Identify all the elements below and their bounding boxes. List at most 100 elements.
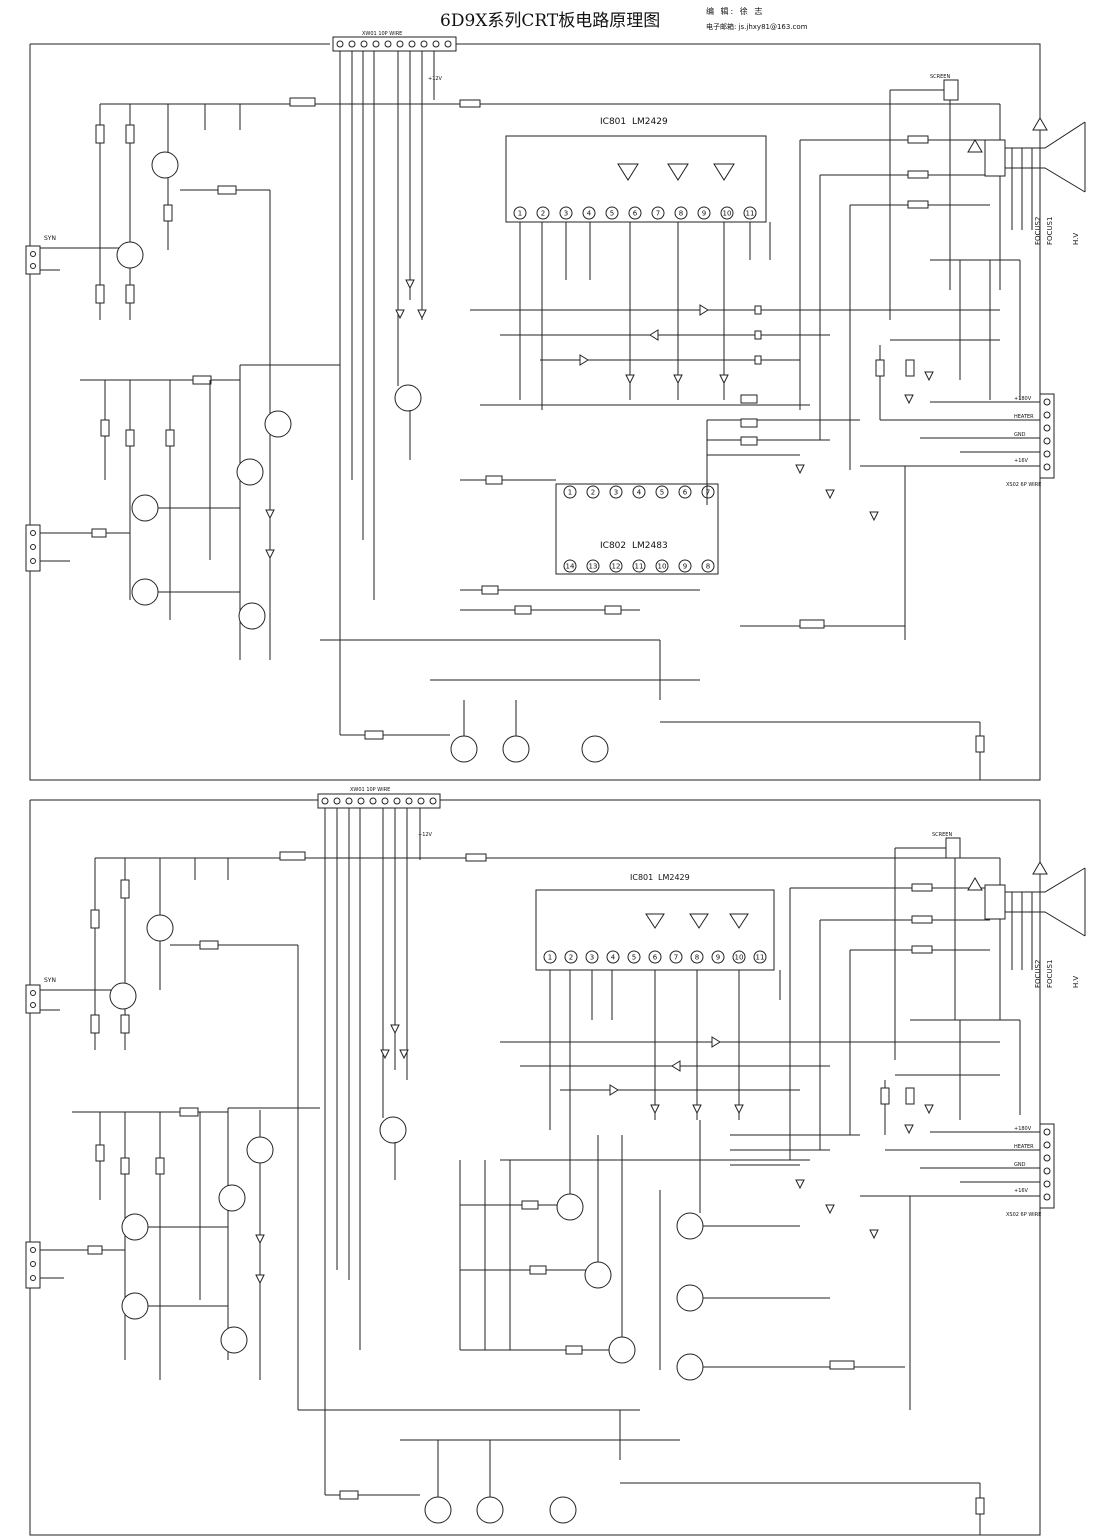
transistor-q854	[236, 458, 264, 486]
sync-input-top: SYN	[25, 235, 120, 275]
ic-pin-number: 3	[564, 210, 568, 218]
ic-pin	[605, 206, 619, 220]
left-amp-stage-top	[80, 364, 340, 660]
ic-pin	[678, 485, 692, 499]
ic801-amp-1	[617, 163, 639, 181]
connector-pin	[408, 40, 416, 48]
sync-label: SYN	[44, 235, 56, 242]
xs02-label: XS02 6P WIRE	[1006, 1212, 1041, 1218]
ic-pin	[648, 950, 662, 964]
ic801-amp-3	[729, 913, 749, 929]
xs02-pin	[1043, 437, 1051, 445]
bus-lines-bottom	[324, 808, 421, 1495]
xs02-pin	[1043, 411, 1051, 419]
mid-network-top	[470, 222, 860, 410]
xs02-pin	[1043, 398, 1051, 406]
connector-pin	[360, 40, 368, 48]
transistor-q802	[502, 735, 530, 763]
inductor-l851	[289, 97, 316, 107]
focus1-label: FOCUS1	[1046, 960, 1054, 988]
screen-connector	[943, 79, 959, 101]
xs02-pin	[1043, 424, 1051, 432]
ic801-amp-3	[713, 163, 735, 181]
ic-pin-number: 6	[683, 489, 688, 497]
screen-label: SCREEN	[930, 74, 950, 80]
panel-bottom: XW01 10P WIRE +12V SYN	[25, 787, 1086, 1536]
connector-pin	[372, 40, 380, 48]
xs02-pin-label: HEATER	[1014, 414, 1034, 420]
resistor-r856	[217, 185, 237, 195]
xs02-pin	[1043, 1193, 1051, 1201]
transistor-q856	[121, 1213, 149, 1241]
ic-pin	[536, 206, 550, 220]
ic-pin	[669, 950, 683, 964]
resistor-r860	[179, 1107, 199, 1117]
inductor-l801	[799, 619, 825, 629]
transistor-q851	[151, 151, 179, 179]
transistor-q812	[676, 1212, 704, 1240]
ic-pin-number: 10	[658, 563, 667, 571]
ic802-outline	[555, 483, 719, 575]
ic-pin-number: 8	[679, 210, 683, 218]
bottom-drivers-top	[320, 639, 985, 780]
frame-outline	[29, 799, 1041, 1536]
connector-label: XW01 10P WIRE	[362, 31, 402, 37]
connector-label: XW01 10P WIRE	[350, 787, 390, 793]
ic-pin	[586, 485, 600, 499]
transistor-q803	[549, 1496, 577, 1524]
ic-pin-number: 2	[591, 489, 595, 497]
focus2-label: FOCUS2	[1034, 217, 1042, 245]
connector-pin	[321, 797, 329, 805]
xs02-pin	[1043, 1154, 1051, 1162]
ic-pin-number: 1	[518, 210, 522, 218]
transistor-q854	[218, 1184, 246, 1212]
page-header: 6D9X系列CRT板电路原理图 编 辑: 徐 志 电子邮箱: js.jhxy81…	[0, 0, 1096, 40]
ic802-part: LM2483	[632, 541, 668, 551]
editor-credit: 编 辑: 徐 志	[706, 7, 765, 16]
ic801-part: LM2429	[658, 873, 690, 882]
ic-pin	[627, 950, 641, 964]
ic-pin	[563, 559, 577, 573]
ic-pin-number: 6	[653, 954, 658, 962]
transistor-q852	[116, 241, 144, 269]
ic-pin-number: 5	[632, 954, 636, 962]
xs02-pin-label: +16V	[1014, 458, 1029, 464]
ic-pin	[753, 950, 767, 964]
rail-label: +12V	[418, 832, 433, 838]
sync-connector	[25, 984, 41, 1014]
ic-pin-number: 3	[614, 489, 618, 497]
ic-pin-number: 9	[716, 954, 720, 962]
ic-pin-number: 11	[635, 563, 644, 571]
ic-pin-number: 13	[589, 563, 598, 571]
transistor-q831	[608, 1336, 636, 1364]
ic-pin	[711, 950, 725, 964]
ic-pin	[585, 950, 599, 964]
transistor-q855	[238, 602, 266, 630]
connector-pin	[417, 797, 425, 805]
transistor-q851	[146, 914, 174, 942]
ic-pin-number: 3	[590, 954, 594, 962]
connector-pin	[405, 797, 413, 805]
ic-pin-number: 12	[612, 563, 621, 571]
ic801-name: IC801	[600, 117, 626, 127]
video-input-top	[25, 524, 130, 572]
left-sync-stage-bottom	[90, 858, 299, 1410]
transistor-q857	[121, 1292, 149, 1320]
ic802-name: IC802	[600, 541, 626, 551]
ic-pin-number: 10	[735, 954, 744, 962]
connector-pin	[384, 40, 392, 48]
resistor-r856	[199, 940, 219, 950]
transistor-q853	[264, 410, 292, 438]
ic-pin-number: 7	[674, 954, 678, 962]
transistor-q821	[584, 1261, 612, 1289]
xs02-pin	[1043, 1167, 1051, 1175]
sync-label: SYN	[44, 977, 56, 984]
